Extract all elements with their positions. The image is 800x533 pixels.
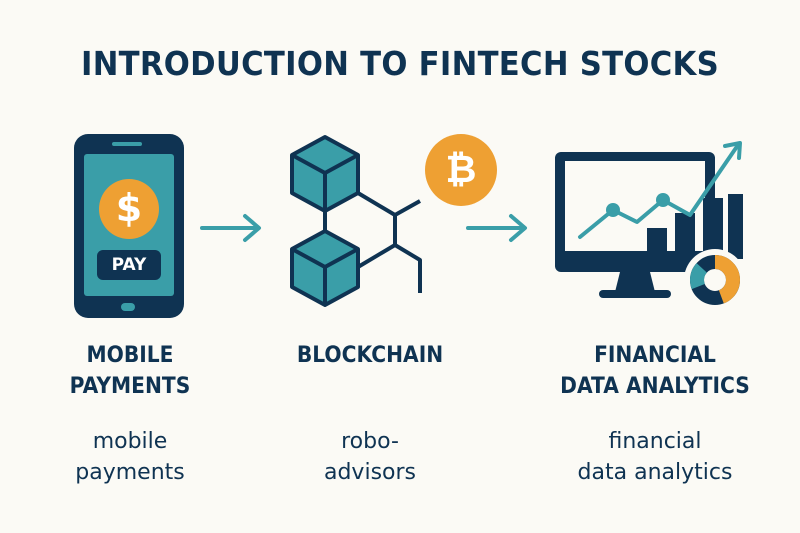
monitor-analytics-icon	[555, 141, 746, 311]
subtitle-line: robo-	[341, 429, 399, 454]
section-heading: MOBILE PAYMENTS	[52, 340, 208, 402]
arrow-right-icon	[200, 214, 261, 242]
bitcoin-coin-icon	[425, 134, 497, 206]
subtitle-line: mobile	[92, 429, 168, 454]
section-subtitle: mobile payments	[45, 426, 215, 488]
dollar-coin-icon	[99, 179, 159, 239]
arrow-right-icon	[466, 214, 527, 242]
heading-line: PAYMENTS	[69, 374, 191, 399]
heading-line: MOBILE	[86, 343, 174, 368]
subtitle-line: data analytics	[577, 460, 733, 485]
subtitle-line: payments	[75, 460, 185, 485]
pay-button-graphic	[97, 250, 161, 280]
section-heading: BLOCKCHAIN	[264, 340, 476, 371]
bitcoin-symbol: ₿	[445, 147, 477, 191]
heading-line: FINANCIAL	[594, 343, 716, 368]
donut-chart-icon	[690, 255, 740, 305]
heading-line: BLOCKCHAIN	[296, 343, 444, 368]
pay-label: PAY	[111, 255, 147, 275]
section-subtitle: financial data analytics	[540, 426, 770, 488]
section-heading: FINANCIAL DATA ANALYTICS	[540, 340, 770, 402]
subtitle-line: advisors	[323, 460, 416, 485]
subtitle-line: financial	[608, 429, 702, 454]
dollar-symbol: $	[115, 186, 143, 230]
section-subtitle: robo- advisors	[285, 426, 455, 488]
blockchain-cubes-icon	[290, 135, 422, 307]
heading-line: DATA ANALYTICS	[560, 374, 750, 399]
mobile-phone-icon	[74, 134, 184, 318]
page-title: INTRODUCTION TO FINTECH STOCKS	[81, 44, 719, 83]
